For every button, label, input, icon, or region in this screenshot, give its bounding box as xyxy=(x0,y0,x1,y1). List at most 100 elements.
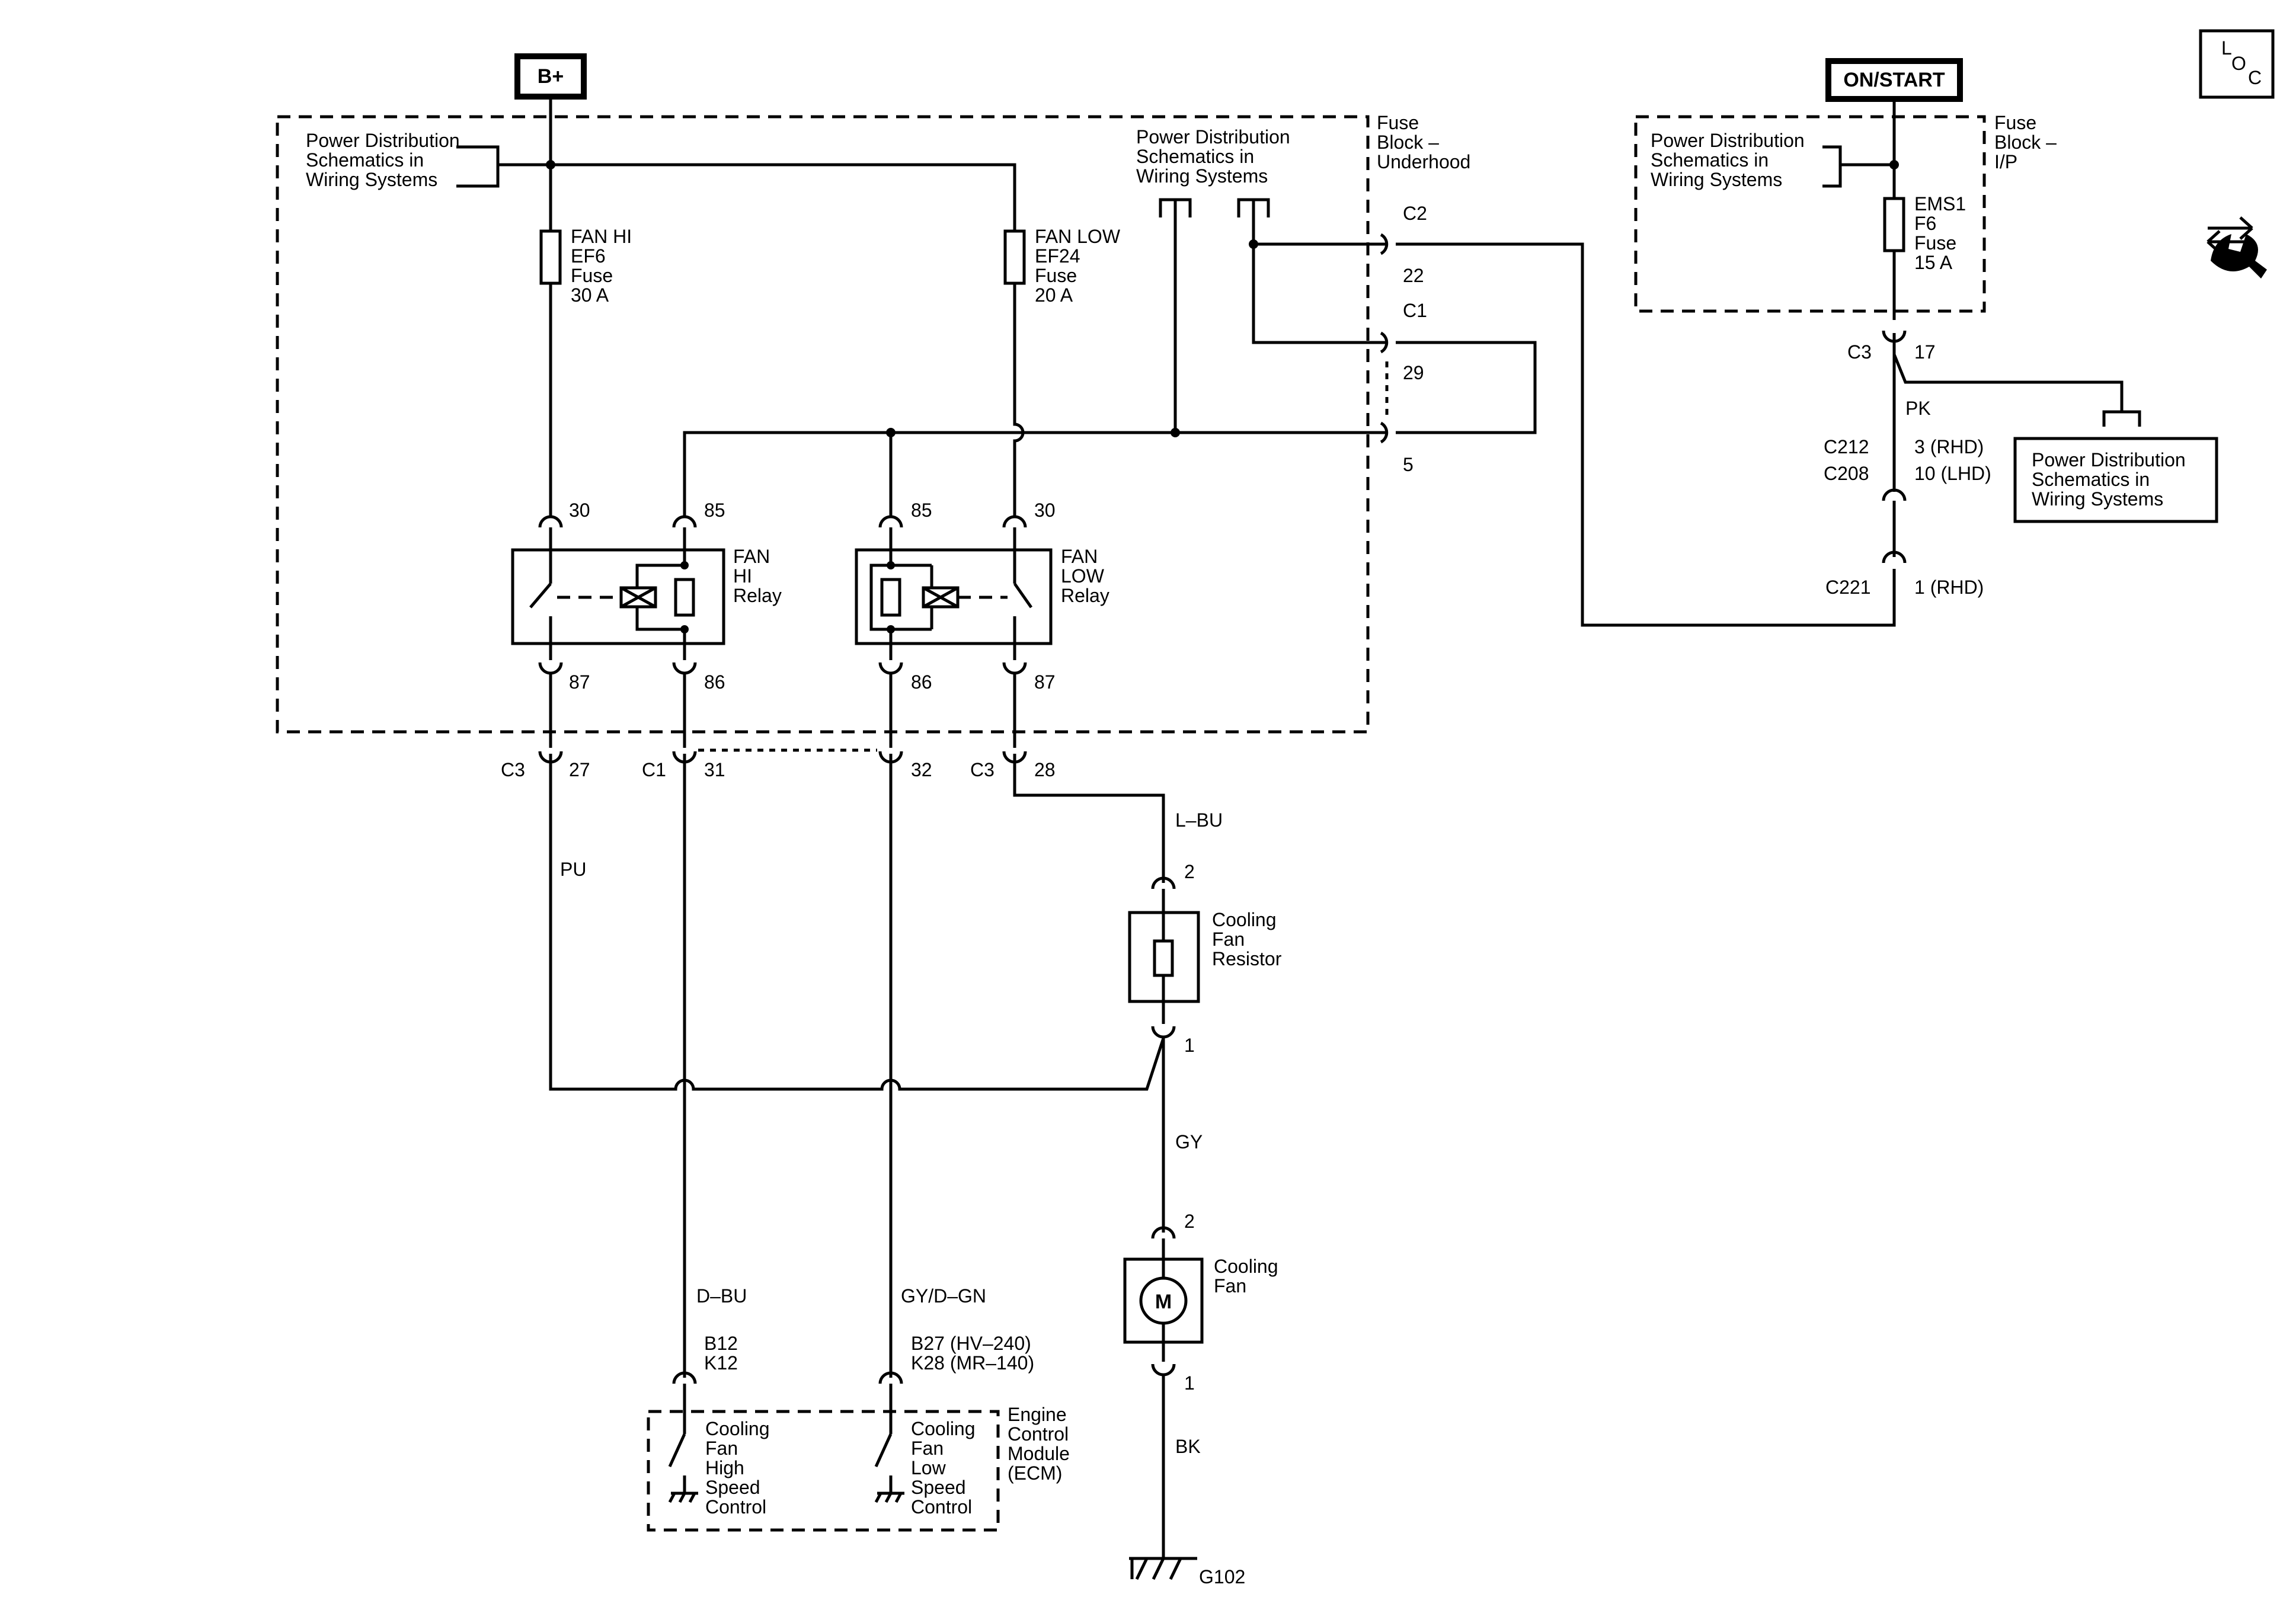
connector-c3-28-label: C3 xyxy=(970,759,994,780)
ems1-fuse-name: EMS1 xyxy=(1914,193,1966,215)
pd-ref-underhood-line-1: Power Distribution xyxy=(1136,126,1290,148)
ems1-fuse-type: Fuse xyxy=(1914,232,1956,254)
high-speed-label-4: Speed xyxy=(705,1477,760,1498)
fan-hi-relay-pin-30: 30 xyxy=(569,500,590,521)
fuse-block-underhood-title-3: Underhood xyxy=(1377,151,1470,172)
connector-pin-27: 27 xyxy=(569,759,590,780)
splice-pd-ref xyxy=(1171,428,1180,437)
ecm-pin-b12: B12 xyxy=(704,1333,738,1354)
connector-c2-pin: 22 xyxy=(1403,265,1424,286)
pd-ref-ip-line-2: Schematics in xyxy=(1651,149,1769,171)
connector-c212-pin: 3 (RHD) xyxy=(1914,436,1984,457)
c1-29-feed xyxy=(1252,244,1387,344)
battery-label: B+ xyxy=(538,65,564,88)
fan-hi-relay: FAN HI Relay xyxy=(511,546,782,645)
splice-battery xyxy=(546,160,555,169)
battery-source: B+ xyxy=(514,53,587,100)
resistor-label-1: Cooling xyxy=(1212,909,1277,930)
wire-pu-label: PU xyxy=(560,859,586,880)
cooling-fan-resistor: Cooling Fan Resistor xyxy=(1128,909,1282,1003)
resistor-pin-1: 1 xyxy=(1184,1035,1195,1056)
connector-c212-c208 xyxy=(1882,488,1907,533)
wire-gydgn-label: GY/D–GN xyxy=(901,1285,986,1307)
fan-hi-relay-label-3: Relay xyxy=(733,585,782,606)
fan-low-relay-pin-86: 86 xyxy=(911,671,932,693)
wire-bk-label: BK xyxy=(1175,1436,1201,1457)
ecm-pin-k12: K12 xyxy=(704,1352,738,1374)
ecm-label-3: Module xyxy=(1008,1443,1070,1464)
fan-hi-fuse-name: FAN HI xyxy=(571,226,632,247)
harness-connectors xyxy=(538,751,1027,776)
wire-lbu xyxy=(1013,776,1165,883)
wire-lbu-label: L–BU xyxy=(1175,809,1223,831)
pd-ref-left-line-1: Power Distribution xyxy=(306,130,460,151)
loc-letter-c: C xyxy=(2248,67,2262,88)
relay-pin-connectors-bottom xyxy=(538,644,1027,675)
c1-loop xyxy=(1396,341,1537,434)
fan-pin-1: 1 xyxy=(1184,1372,1195,1394)
ecm-label-1: Engine xyxy=(1008,1404,1067,1425)
connector-c3-17-label: C3 xyxy=(1847,341,1872,363)
fan-hi-relay-pin-86: 86 xyxy=(704,671,725,693)
fuse-block-underhood-title-1: Fuse xyxy=(1377,112,1419,133)
pd-ref-ip-line-1: Power Distribution xyxy=(1651,130,1805,151)
ecm-pin-b27: B27 (HV–240) xyxy=(911,1333,1031,1354)
pd-ref-underhood-line-3: Wiring Systems xyxy=(1136,165,1268,187)
fuse-block-ip-title-2: Block – xyxy=(1994,132,2057,153)
fan-low-relay-pin-85: 85 xyxy=(911,500,932,521)
power-distribution-ref-underhood: Power Distribution Schematics in Wiring … xyxy=(1136,126,1290,433)
connector-c208-pin: 10 (LHD) xyxy=(1914,463,1991,484)
fan-hi-fuse-id: EF6 xyxy=(571,245,606,267)
connector-c2-label: C2 xyxy=(1403,203,1427,224)
resistor-connector-1 xyxy=(1151,1001,1176,1039)
connector-pin-28: 28 xyxy=(1034,759,1056,780)
connector-c1-31-label: C1 xyxy=(642,759,666,780)
ems1-fuse-rating: 15 A xyxy=(1914,252,1953,273)
wire-dbu-label: D–BU xyxy=(696,1285,747,1307)
connector-c221-label: C221 xyxy=(1825,577,1871,598)
fuse-block-ip-title-3: I/P xyxy=(1994,151,2017,172)
cooling-fan: M Cooling Fan xyxy=(1123,1256,1278,1344)
high-speed-label-5: Control xyxy=(705,1496,766,1518)
fan-low-relay-pin-30: 30 xyxy=(1034,500,1056,521)
pd-ref-box-line-1: Power Distribution xyxy=(2032,449,2186,470)
fan-connector-1 xyxy=(1151,1342,1176,1377)
connector-c208-label: C208 xyxy=(1824,463,1869,484)
high-speed-label-3: High xyxy=(705,1457,744,1478)
fuse-block-underhood-title-2: Block – xyxy=(1377,132,1439,153)
ems1-fuse-id: F6 xyxy=(1914,213,1936,234)
loc-letter-l: L xyxy=(2221,37,2232,59)
pd-ref-box-line-2: Schematics in xyxy=(2032,469,2150,490)
ignition-source: ON/START xyxy=(1825,58,1963,102)
relay-pin-connectors-top xyxy=(538,515,1027,550)
fan-motor-symbol: M xyxy=(1155,1291,1172,1313)
fuse-block-ip-title-1: Fuse xyxy=(1994,112,2036,133)
loc-letter-o: O xyxy=(2231,53,2246,74)
fan-hi-relay-label-1: FAN xyxy=(733,546,770,567)
connector-c3-27-label: C3 xyxy=(501,759,525,780)
ground-icon xyxy=(1129,1557,1197,1580)
fan-low-relay-label-2: LOW xyxy=(1061,565,1105,587)
relay-coil-feed xyxy=(683,431,1387,516)
splice-ignition xyxy=(1889,160,1899,169)
low-speed-label-2: Fan xyxy=(911,1438,944,1459)
fan-hi-fuse-rating: 30 A xyxy=(571,284,609,306)
connector-c1-pin-29: 29 xyxy=(1403,362,1424,383)
fan-low-fuse-type: Fuse xyxy=(1035,265,1077,286)
battery-bus-low xyxy=(551,163,1016,418)
pd-ref-left-line-3: Wiring Systems xyxy=(306,169,437,190)
fan-hi-relay-pin-85: 85 xyxy=(704,500,725,521)
fan-hi-fuse: FAN HI EF6 Fuse 30 A xyxy=(539,226,632,306)
connector-c1-pin-5: 5 xyxy=(1403,454,1414,475)
resistor-label-3: Resistor xyxy=(1212,948,1282,969)
ground-label: G102 xyxy=(1199,1566,1245,1587)
engine-control-module: Engine Control Module (ECM) Cooling Fan … xyxy=(647,1404,1070,1532)
service-tools-icon[interactable] xyxy=(2207,216,2267,279)
connector-pin-17: 17 xyxy=(1914,341,1936,363)
location-icon[interactable]: L O C xyxy=(2199,29,2275,99)
connector-pin-32: 32 xyxy=(911,759,932,780)
fan-hi-relay-pin-87: 87 xyxy=(569,671,590,693)
power-distribution-ref-ip: Power Distribution Schematics in Wiring … xyxy=(1651,130,1894,190)
connector-pin-31: 31 xyxy=(704,759,725,780)
high-speed-label-1: Cooling xyxy=(705,1418,770,1439)
